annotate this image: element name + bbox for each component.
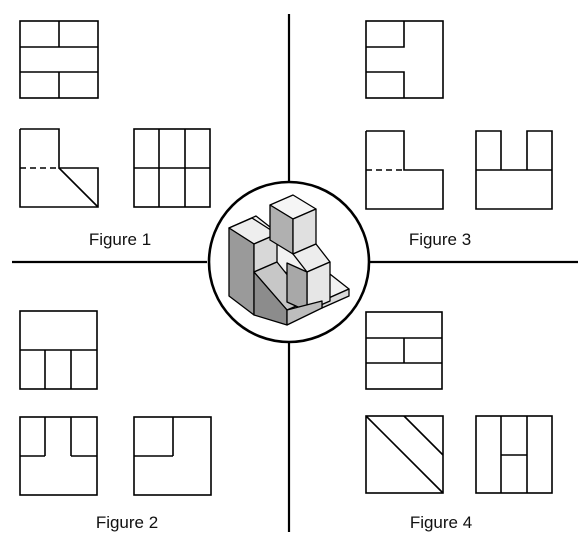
figure-2-front-view [19, 416, 98, 496]
figure-1-side-view [133, 128, 211, 208]
figure-3-caption: Figure 3 [409, 230, 471, 249]
figure-4-side-view [475, 415, 553, 494]
figure-2-side-view [133, 416, 212, 496]
figure-3-front-view [365, 130, 444, 210]
figure-4-top-view [365, 311, 443, 390]
figure-4-caption: Figure 4 [410, 513, 472, 532]
figure-1-top-view [19, 20, 99, 99]
figure-3: Figure 3 [365, 20, 553, 249]
figure-1-front-view [19, 128, 99, 208]
figure-3-top-view [365, 20, 444, 99]
center-model [207, 180, 371, 344]
quadrant-dividers [12, 14, 578, 532]
figure-2: Figure 2 [19, 310, 212, 532]
figure-2-caption: Figure 2 [96, 513, 158, 532]
figure-1: Figure 1 [19, 20, 211, 249]
figure-4: Figure 4 [365, 311, 553, 532]
figure-1-caption: Figure 1 [89, 230, 151, 249]
isometric-block-icon [228, 194, 350, 326]
figure-2-top-view [19, 310, 98, 390]
figure-4-front-view [365, 415, 444, 494]
figure-3-side-view [475, 130, 553, 210]
